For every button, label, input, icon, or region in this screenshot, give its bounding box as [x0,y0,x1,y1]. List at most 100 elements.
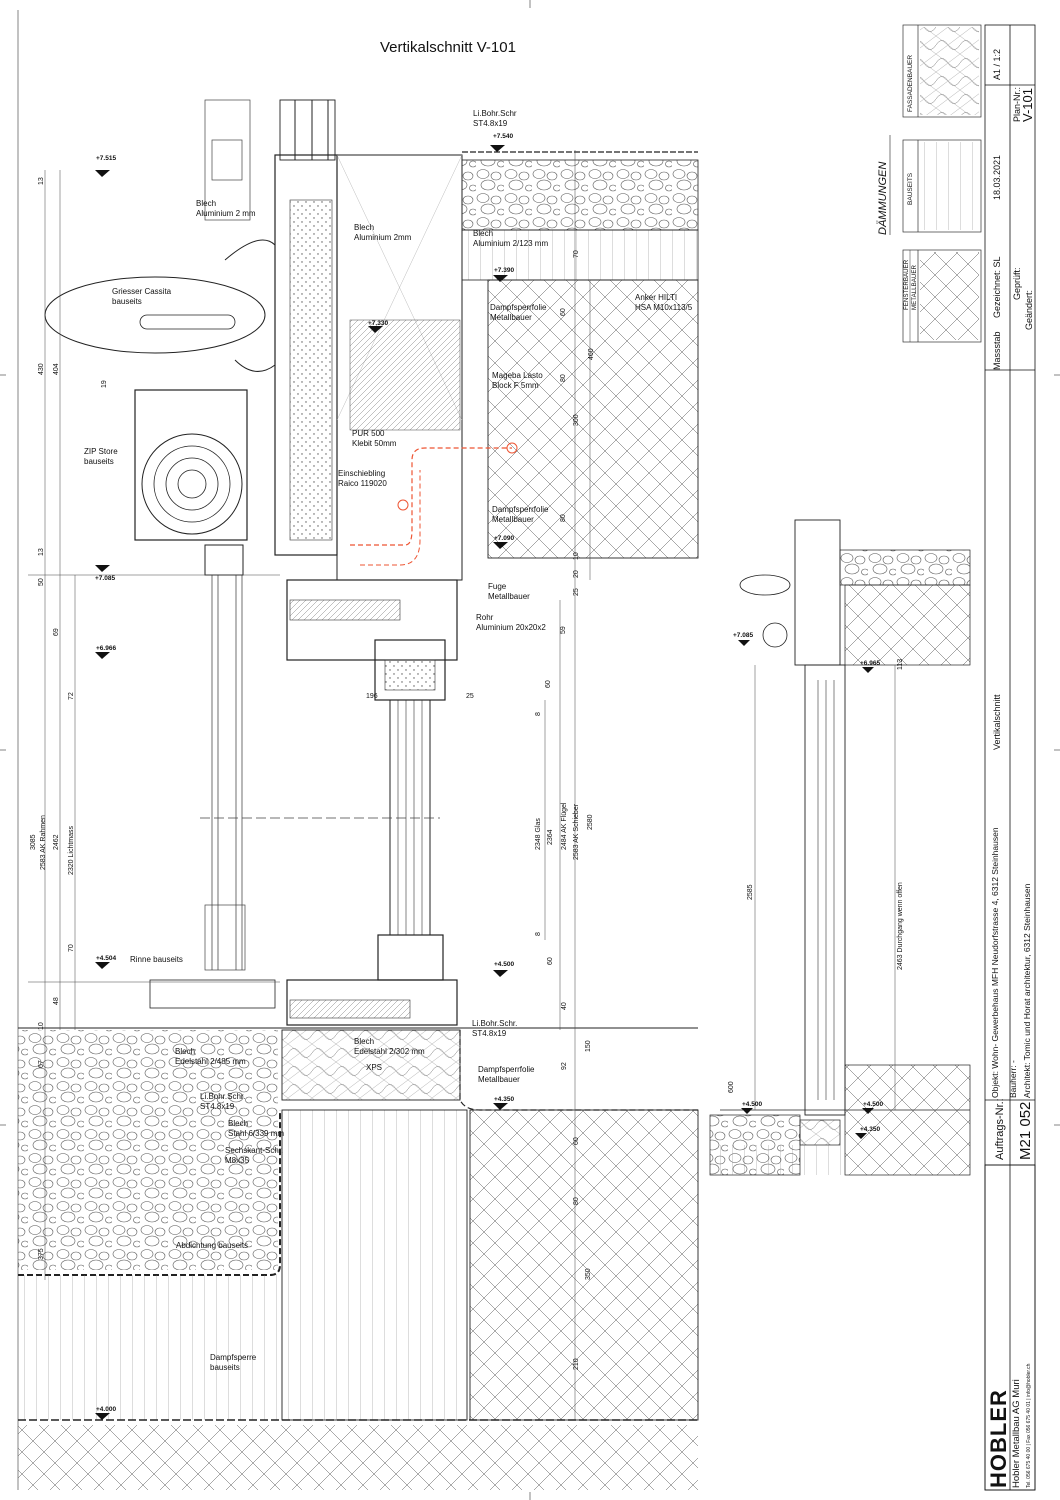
note: Li.Bohr.Schr. [200,1092,245,1101]
note: Metallbauer [492,515,534,524]
svg-text:+7.090: +7.090 [494,535,514,542]
dim-text: 69 [53,628,60,636]
company-contact: Tel. 056 675 40 00 | Fax 056 675 40 01 |… [1026,1363,1032,1488]
overview-window [804,664,846,1116]
note: Dampfsperrfolie [478,1065,535,1074]
svg-text:+4.350: +4.350 [494,1096,514,1103]
dim-text: 2462 [53,834,60,850]
dim-text: 10 [573,552,580,560]
level-marker: +4.000 [95,1406,116,1420]
dim-text: 2484 AK Flügel [561,802,568,850]
note: Li.Bohr.Schr. [472,1019,517,1028]
level-marker: +4.350 [855,1126,880,1139]
note: Raico 119020 [338,479,387,488]
note: Metallbauer [488,592,530,601]
level-markers: +7.515 +7.540 +7.390 +7.330 +7.090 +7.08… [95,133,514,1420]
dimensions: 430 404 13 19 13 50 69 72 3085 2583 AK R… [30,177,595,1370]
geaendert: Geändert: [1024,290,1034,330]
drawing-date: 18.03.2021 [992,155,1002,200]
legend-label: FENSTERBAUER [903,259,910,310]
title-block-text: A1 / 1:2 Plan-Nr.: V-101 Massstab Gezeic… [986,49,1035,1488]
note: Aluminium 2 mm [196,209,256,218]
note: M8x35 [225,1156,250,1165]
gutter-rinne [149,979,276,1009]
dim-text: 80 [560,374,567,382]
insulation-top [461,229,699,281]
note: Aluminium 2/123 mm [473,239,548,248]
dim-text: 48 [53,997,60,1005]
note: Block F 5mm [492,381,539,390]
massstab-label: Massstab [992,331,1002,370]
dim-text: 404 [53,363,60,375]
dim-text: 460 [588,348,595,360]
note: Griesser Cassita [112,287,172,296]
note: ST4.8x19 [472,1029,507,1038]
note: bauseits [84,457,114,466]
dim-text: 60 [545,680,552,688]
note: Blech [196,199,216,208]
plan-nr: V-101 [1020,88,1035,122]
xps-insulation [281,1029,461,1101]
svg-text:+6.965: +6.965 [860,660,880,667]
level-marker: +4.500 [741,1101,762,1114]
dim-text: 25 [466,693,474,700]
note: Metallbauer [478,1075,520,1084]
dim-text: 2580 [587,814,594,830]
level-marker: +7.090 [493,535,514,549]
section-type: Vertikalschnitt [992,694,1002,750]
glass-pane [389,699,431,936]
dim-text: 10 [38,1022,45,1030]
gezeichnet: Gezeichnet: SL [992,256,1002,318]
zip-store-box [134,389,248,541]
note: Dampfsperrfolie [490,303,547,312]
dim-text: 196 [366,693,378,700]
main-section [18,99,699,1490]
svg-text:+7.540: +7.540 [493,133,513,140]
note: Sechskant-Schr. [225,1146,283,1155]
note: Einschiebling [338,469,385,478]
title-block [984,24,1036,1491]
dim-text: 70 [68,944,75,952]
legend-label: BAUSEITS [907,172,914,205]
dim-text: 2585 [747,884,754,900]
level-marker: +7.515 [95,155,116,177]
level-marker: +4.504 [95,955,116,969]
note: Abdichtung bauseits [176,1241,248,1250]
svg-text:+4.500: +4.500 [742,1101,762,1108]
note: ZIP Store [84,447,118,456]
plan-nr-label: Plan-Nr.: [1012,87,1022,122]
dim-text: 13 [38,548,45,556]
level-marker: +4.350 [493,1096,514,1110]
level-marker: +4.500 [862,1101,883,1114]
dim-text: 2320 Lichtmass [68,825,75,875]
auftrag-label: Auftrags-Nr.: [994,1098,1006,1160]
note: PUR 500 [352,429,385,438]
bauherr: Bauherr: - [1008,1060,1018,1098]
level-marker: +6.966 [95,645,116,659]
note: Blech [354,1037,374,1046]
note: bauseits [210,1363,240,1372]
svg-text:+4.000: +4.000 [96,1406,116,1413]
note: Rohr [476,613,494,622]
note: Edelstahl 2/485 mm [175,1057,246,1066]
svg-text:+7.085: +7.085 [733,632,753,639]
note: Metallbauer [490,313,532,322]
dim-text: 150 [585,1040,592,1052]
dim-text: 60 [547,957,554,965]
concrete-slab-lower [469,1109,699,1421]
svg-text:+4.500: +4.500 [863,1101,883,1108]
note: Anker HILTI [635,293,677,302]
objekt: Objekt: Wohn- Gewerbehaus MFH Neudorfstr… [990,827,1000,1098]
dim-text: 8 [535,712,542,716]
dim-text: 20 [573,570,580,578]
dim-text: 60 [573,1137,580,1145]
note: Rinne bauseits [130,955,183,964]
note: HSA M10x113/5 [635,303,693,312]
note: ST4.8x19 [200,1102,235,1111]
level-marker: +7.540 [490,133,513,152]
format-scale: A1 / 1:2 [992,49,1002,80]
dim-text: 113 [897,659,904,670]
gravel-layer-top [461,159,699,231]
dim-text: 13 [38,177,45,185]
dim-text: 2348 Glas [535,818,542,850]
